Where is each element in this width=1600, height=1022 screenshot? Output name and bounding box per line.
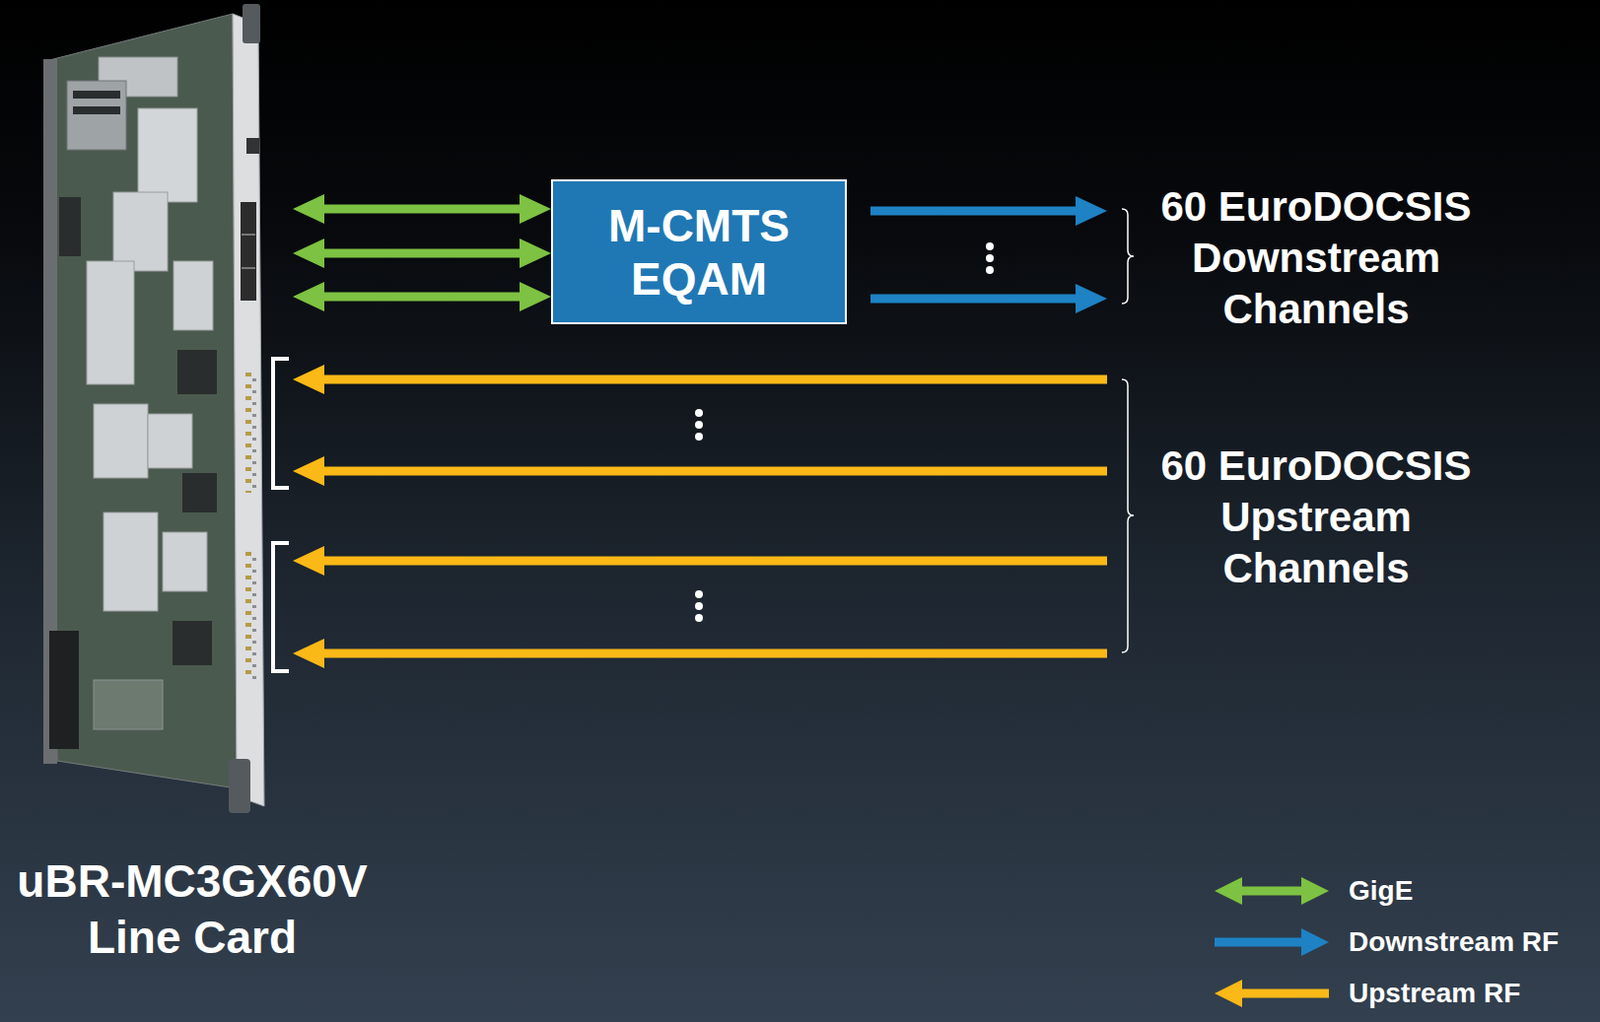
upstream-arrow <box>292 546 1108 576</box>
sfp-divider <box>241 233 256 236</box>
card-title: uBR-MC3GX60V Line Card <box>4 853 380 967</box>
upstream-arrow <box>292 638 1108 669</box>
chip <box>177 349 217 395</box>
front-panel <box>232 13 265 807</box>
heat-sink <box>138 108 198 203</box>
downstream-arrow <box>870 283 1108 314</box>
heat-sink <box>162 532 208 592</box>
ellipsis-dot <box>695 602 703 611</box>
rj45-port <box>246 138 260 154</box>
legend-swatch-frame <box>1212 874 1331 908</box>
port-bracket <box>273 543 289 672</box>
ellipsis-dot <box>985 254 994 263</box>
sfp-divider <box>241 267 256 270</box>
upstream-arrow <box>292 456 1108 487</box>
legend-row: Upstream RF <box>1212 973 1521 1014</box>
channel-label: 60 EuroDOCSIS Upstream Channels <box>1143 440 1489 595</box>
channel-label: 60 EuroDOCSIS Downstream Channels <box>1143 181 1489 336</box>
line-card-illustration <box>43 3 265 814</box>
rf-connectors <box>252 557 257 681</box>
legend: GigE Downstream RF Upstream RF <box>1212 871 1588 1022</box>
rf-connectors <box>245 552 252 681</box>
curly-brace <box>1121 208 1134 304</box>
chip <box>182 473 217 513</box>
downstream-arrow <box>870 196 1108 226</box>
rf-connectors <box>245 372 252 493</box>
gige-link <box>292 238 552 269</box>
chip <box>72 90 121 99</box>
ellipsis-dot <box>695 432 703 441</box>
chip <box>59 197 81 257</box>
connector-block <box>67 80 127 150</box>
upstream-arrow <box>292 364 1108 395</box>
legend-row: GigE <box>1212 871 1413 911</box>
ejector-lever <box>242 3 261 44</box>
ellipsis-dot <box>695 614 703 623</box>
legend-arrow <box>1214 979 1329 1008</box>
legend-row: Downstream RF <box>1212 922 1559 963</box>
ellipsis-dot <box>695 409 703 418</box>
chip <box>172 621 212 666</box>
rf-connectors <box>252 378 257 493</box>
heat-sink <box>93 404 148 479</box>
heat-sink <box>103 512 158 612</box>
circuit-board <box>45 13 237 789</box>
line-card: uBR-MC3GX60V Line Card <box>39 4 293 819</box>
legend-arrow <box>1214 928 1329 957</box>
legend-arrow <box>1214 877 1329 905</box>
backplane-connector <box>49 630 79 750</box>
legend-text: Upstream RF <box>1348 976 1521 1011</box>
ellipsis-dot <box>985 266 994 275</box>
chip <box>93 680 163 730</box>
gige-link <box>292 194 552 224</box>
heat-sink <box>113 192 168 272</box>
sfp-ports <box>240 202 257 301</box>
eqam-box: M-CMTS EQAM <box>551 179 847 325</box>
legend-swatch-frame <box>1212 976 1331 1011</box>
ejector-lever <box>228 759 251 814</box>
port-bracket <box>273 358 289 488</box>
ellipsis-dot <box>985 242 994 251</box>
legend-swatch-frame <box>1212 925 1331 960</box>
legend-text: GigE <box>1348 874 1413 908</box>
ellipsis-dot <box>695 590 703 599</box>
box-title: M-CMTS EQAM <box>590 199 808 306</box>
heat-sink <box>147 414 193 469</box>
gige-link <box>292 281 552 312</box>
ellipsis-dot <box>695 420 703 429</box>
heat-sink <box>173 261 213 331</box>
legend-text: Downstream RF <box>1348 925 1559 960</box>
curly-brace <box>1121 379 1134 653</box>
heat-sink <box>86 261 135 385</box>
chip <box>72 106 121 115</box>
